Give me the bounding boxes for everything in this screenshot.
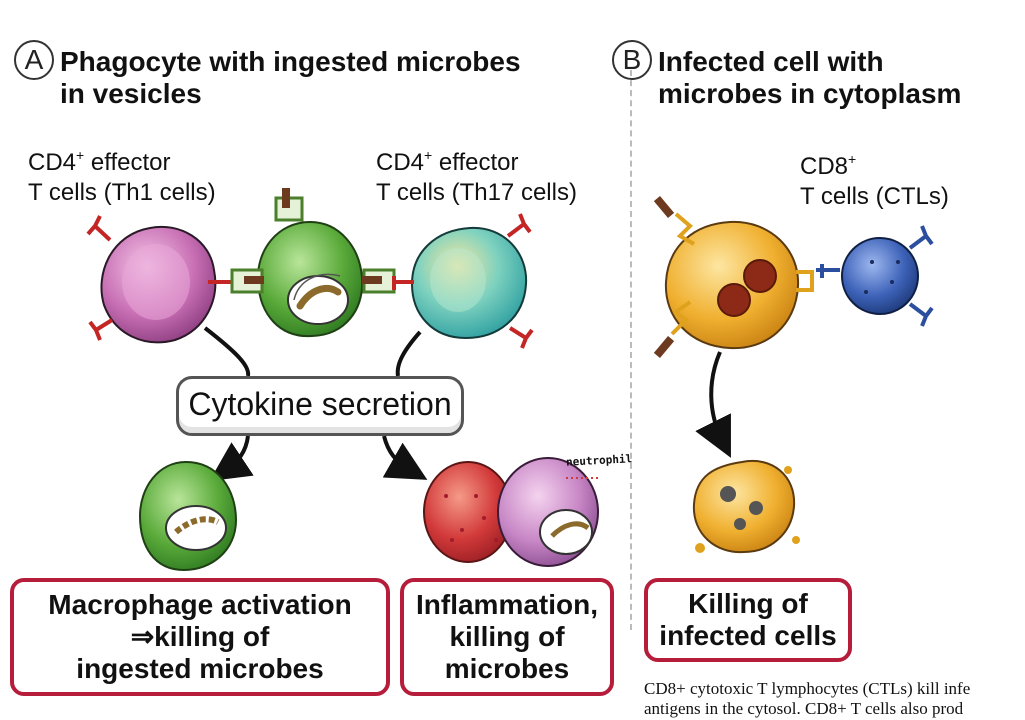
th17-label: CD4+ effector T cells (Th17 cells) — [376, 147, 577, 206]
panel-b-letter: B — [612, 40, 652, 80]
antigen-peptide-icon — [653, 196, 675, 358]
apoptotic-cell — [692, 459, 800, 554]
ctl-cell — [841, 237, 919, 315]
panel-a-letter: A — [14, 40, 54, 80]
th1-cell — [100, 225, 217, 344]
macrophage-cell — [256, 220, 364, 338]
th17-arrow-icon — [395, 330, 422, 377]
killing-infected-cells-box: Killing of infected cells — [644, 578, 852, 662]
inflammation-box: Inflammation, killing of microbes — [400, 578, 614, 696]
killing-arrow-icon — [695, 351, 731, 458]
to-neutrophil-arrow-icon — [382, 435, 428, 480]
th1-arrow-icon — [203, 326, 251, 377]
panel-divider — [630, 70, 632, 630]
panel-b-title: Infected cell with microbes in cytoplasm — [658, 46, 962, 109]
th17-cell — [410, 226, 528, 340]
macrophage-activation-box: Macrophage activation ⇒killing of ingest… — [10, 578, 390, 696]
neutrophil-cells — [423, 457, 600, 567]
caption-line-2: antigens in the cytosol. CD8+ T cells al… — [644, 699, 964, 718]
panel-a-title: Phagocyte with ingested microbes in vesi… — [60, 46, 521, 109]
infected-cell-mhc-icon — [670, 212, 814, 336]
activated-macrophage-cell — [138, 460, 238, 572]
to-macrophage-arrow-icon — [209, 435, 254, 482]
caption-line-1: CD8+ cytotoxic T lymphocytes (CTLs) kill… — [644, 679, 971, 698]
infected-cell — [664, 220, 800, 350]
mhc-complex-icon — [230, 188, 396, 294]
cd8-label: CD8+ T cells (CTLs) — [800, 151, 949, 210]
cytokine-secretion-box: Cytokine secretion — [176, 376, 464, 436]
ctl-receptor-icon — [816, 225, 934, 327]
th17-receptor-icon — [392, 213, 534, 349]
th1-label: CD4+ effector T cells (Th1 cells) — [28, 147, 216, 206]
